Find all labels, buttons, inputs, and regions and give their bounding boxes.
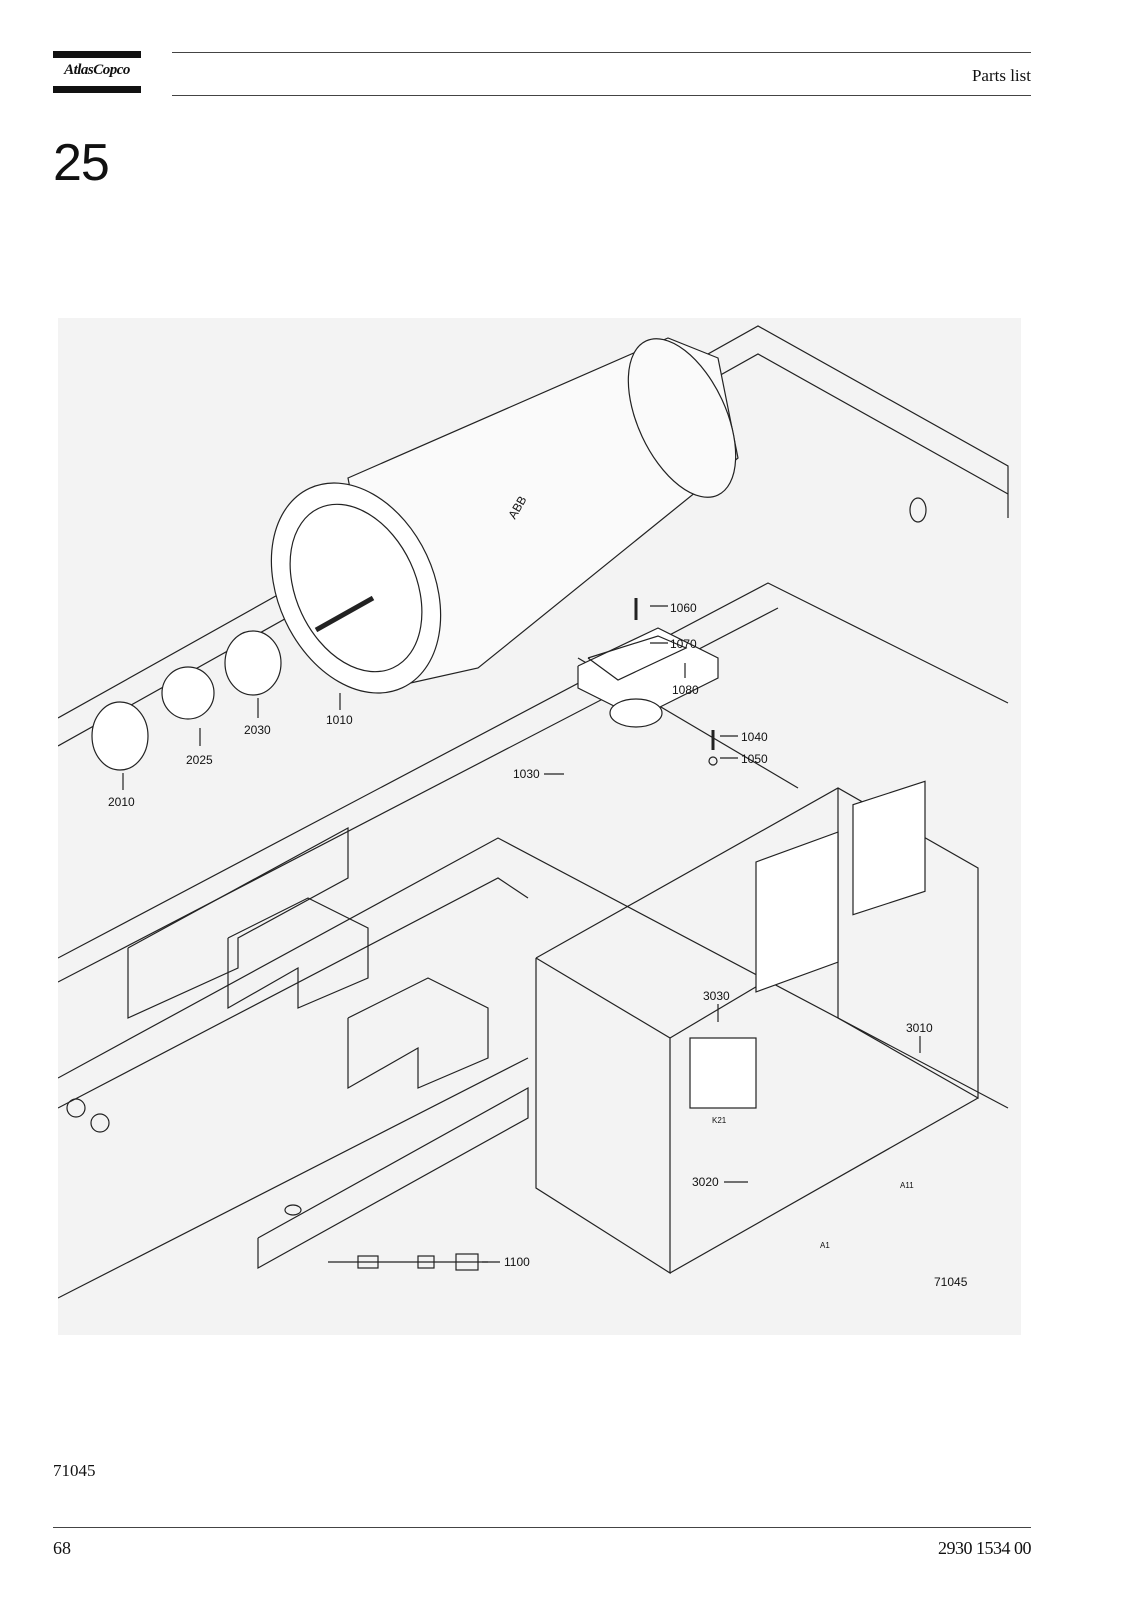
page-title: Parts list (971, 66, 1031, 85)
frame-hole-1 (66, 1098, 86, 1118)
frame-hole-4 (909, 497, 927, 523)
document-number: 2930 1534 00 (938, 1538, 1032, 1558)
guard-box-2 (347, 977, 489, 1090)
callout-3030: 3030 (703, 989, 730, 1003)
contactor-k21 (689, 1037, 757, 1109)
logo-bar-top (53, 51, 141, 58)
motor-fan-cover (627, 338, 737, 498)
drive-a11 (852, 780, 926, 916)
callout-1080: 1080 (672, 683, 699, 697)
frame-hole-2 (90, 1113, 110, 1133)
component-label-a1: A1 (820, 1241, 830, 1250)
base-frame-middle-rail (58, 582, 1009, 959)
floor-plate (127, 826, 349, 1019)
guard-box-1 (227, 897, 369, 1010)
vibration-damper (609, 698, 663, 728)
logo-wordmark: AtlasCopco (64, 62, 130, 78)
base-frame-lower-rail-2 (58, 877, 529, 1109)
atlas-copco-logo: AtlasCopco (53, 51, 141, 93)
callout-2030: 2030 (244, 723, 271, 737)
logo-bar-bottom (53, 86, 141, 93)
cabinet-floor-edge (669, 1097, 979, 1274)
callout-3020: 3020 (692, 1175, 719, 1189)
coupling-spider-2025 (161, 666, 215, 720)
cable-connector-3 (455, 1253, 479, 1271)
component-label-k21: K21 (712, 1116, 727, 1125)
base-frame-bottom-rail (58, 1057, 529, 1299)
coupling-hub-2030 (224, 630, 282, 696)
cabinet-side-panel (535, 957, 671, 1275)
callout-1100: 1100 (504, 1255, 530, 1269)
callout-1050: 1050 (741, 752, 768, 766)
washer-1050 (708, 756, 718, 766)
callout-1040: 1040 (741, 730, 768, 744)
drawing-code: 71045 (53, 1461, 96, 1480)
callout-2025: 2025 (186, 753, 213, 767)
frame-hole-3 (284, 1204, 302, 1216)
motor-shaft (314, 595, 375, 633)
callout-1030: 1030 (513, 767, 540, 781)
cabinet-back-walls (535, 787, 979, 1100)
coupling-hub-2010 (91, 701, 149, 771)
section-number: 25 (53, 134, 110, 192)
cable-connector-1 (357, 1255, 379, 1269)
page-number: 68 (53, 1538, 71, 1558)
exploded-view-drawing: ABB (58, 318, 1021, 1335)
front-channel-beam (257, 1086, 529, 1270)
footer-rule (53, 1527, 1031, 1528)
component-label-a11: A11 (900, 1181, 914, 1190)
header-rule-top (172, 52, 1031, 53)
callout-1010: 1010 (326, 713, 353, 727)
cable-connector-2 (417, 1255, 435, 1269)
motor-flange-inner (289, 503, 423, 673)
callout-3010: 3010 (906, 1021, 933, 1035)
module-a1 (755, 831, 839, 993)
motor-flange (270, 482, 442, 694)
exploded-view-svg: ABB (58, 325, 1009, 1299)
bracket-1080 (587, 635, 688, 681)
header-rule-bottom (172, 95, 1031, 96)
callout-1060: 1060 (670, 601, 697, 615)
callout-1070: 1070 (670, 637, 697, 651)
callout-2010: 2010 (108, 795, 135, 809)
drawing-number-label: 71045 (934, 1275, 968, 1289)
